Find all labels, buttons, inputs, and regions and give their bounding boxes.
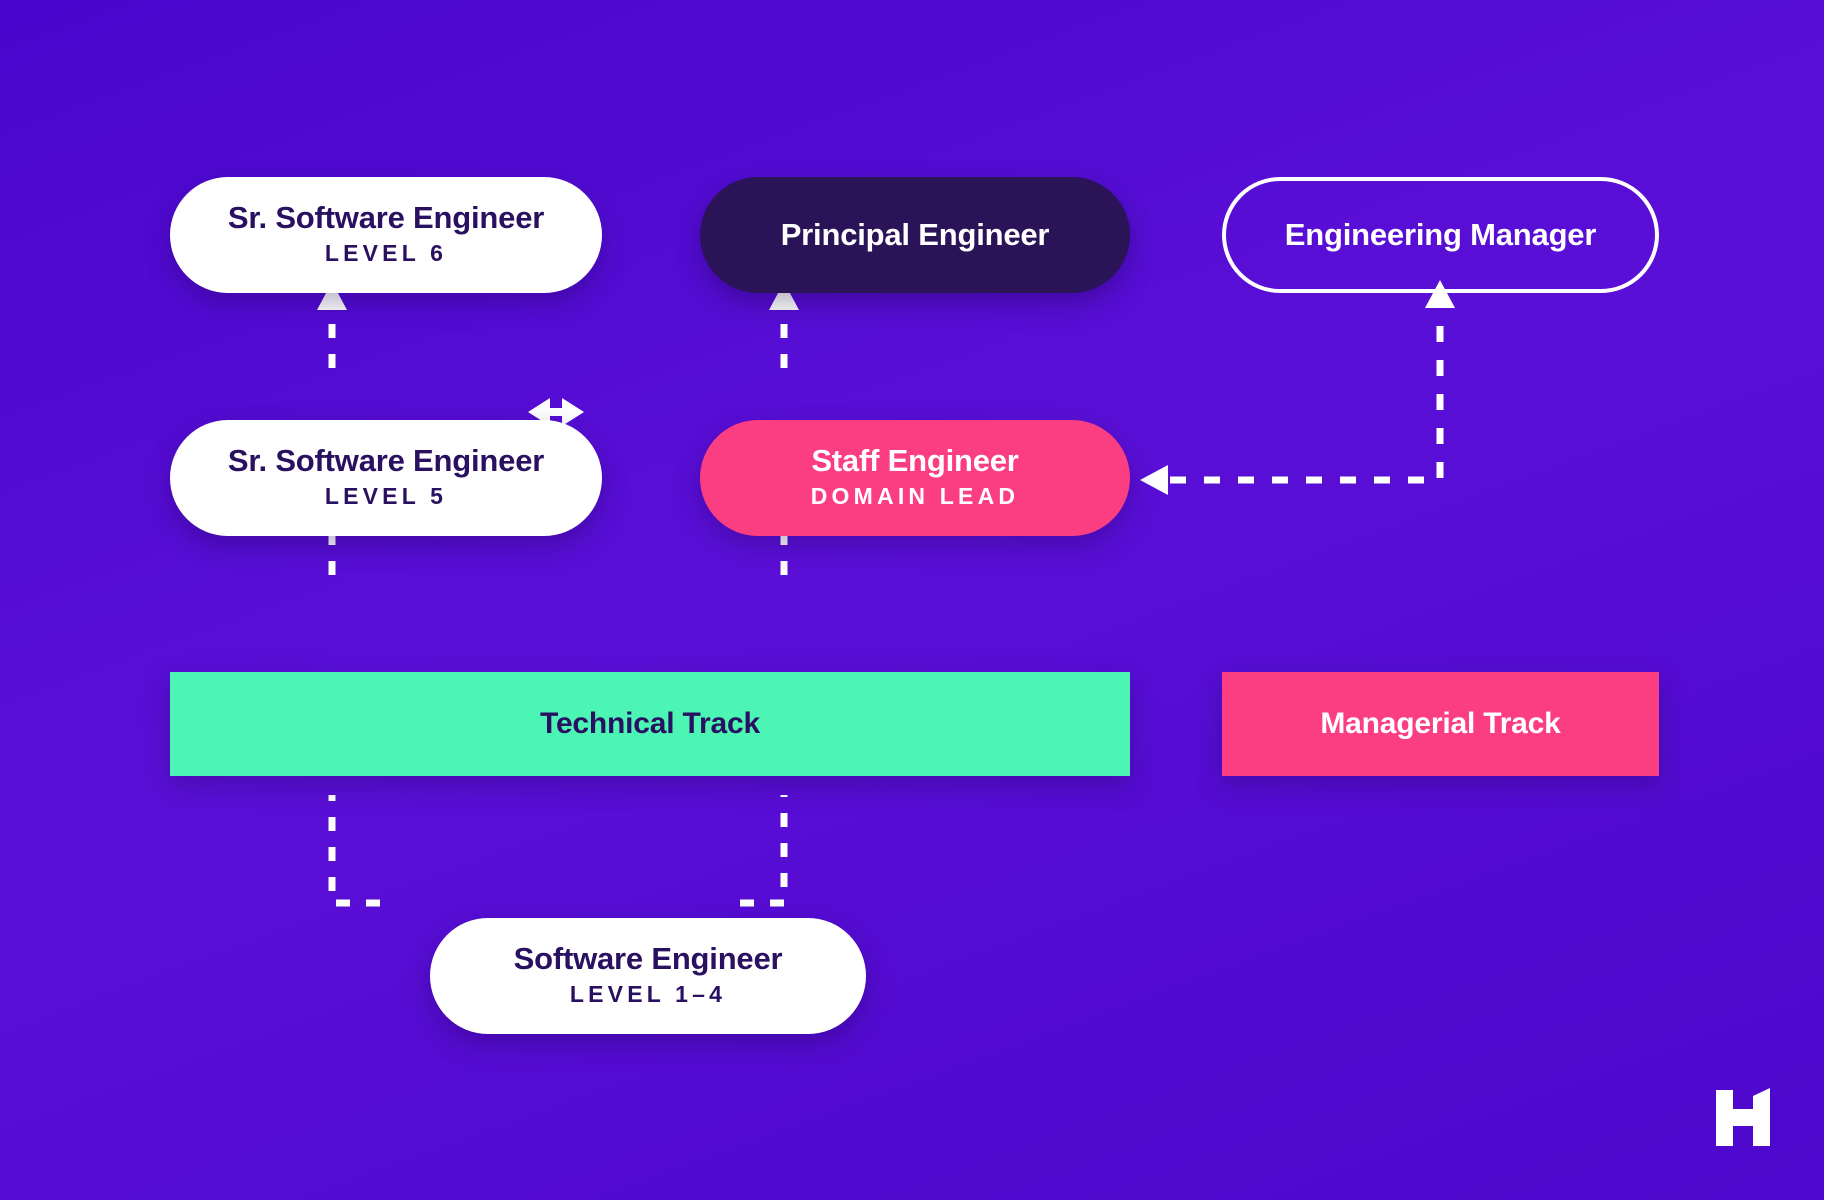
node-sr-software-engineer-level-5[interactable]: Sr. Software Engineer LEVEL 5: [170, 420, 602, 536]
connector-swe-to-track-left: [310, 795, 400, 915]
node-title: Staff Engineer: [811, 443, 1019, 479]
node-engineering-manager[interactable]: Engineering Manager: [1222, 177, 1659, 293]
node-title: Software Engineer: [513, 941, 783, 977]
node-subtitle: LEVEL 1–4: [569, 980, 727, 1007]
node-software-engineer[interactable]: Software Engineer LEVEL 1–4: [430, 918, 866, 1034]
managerial-track-bar[interactable]: Managerial Track: [1222, 672, 1659, 776]
node-subtitle: LEVEL 5: [324, 482, 448, 509]
node-subtitle: LEVEL 6: [324, 239, 448, 266]
node-title: Sr. Software Engineer: [227, 443, 545, 479]
technical-track-bar[interactable]: Technical Track: [170, 672, 1130, 776]
managerial-track-label: Managerial Track: [1320, 707, 1561, 740]
node-title: Principal Engineer: [780, 216, 1050, 252]
connector-l5-to-l6-arrow: [310, 282, 354, 368]
node-subtitle: DOMAIN LEAD: [810, 482, 1020, 509]
technical-track-label: Technical Track: [540, 707, 760, 740]
connector-staff-to-principal-arrow: [762, 282, 806, 368]
node-sr-software-engineer-level-6[interactable]: Sr. Software Engineer LEVEL 6: [170, 177, 602, 293]
node-title: Engineering Manager: [1284, 216, 1597, 252]
h-logo: [1716, 1088, 1770, 1146]
node-staff-engineer[interactable]: Staff Engineer DOMAIN LEAD: [700, 420, 1130, 536]
connector-manager-to-staff-elbow: [1120, 280, 1480, 520]
node-principal-engineer[interactable]: Principal Engineer: [700, 177, 1130, 293]
node-title: Sr. Software Engineer: [227, 200, 545, 236]
connector-swe-to-track-right: [740, 795, 830, 915]
